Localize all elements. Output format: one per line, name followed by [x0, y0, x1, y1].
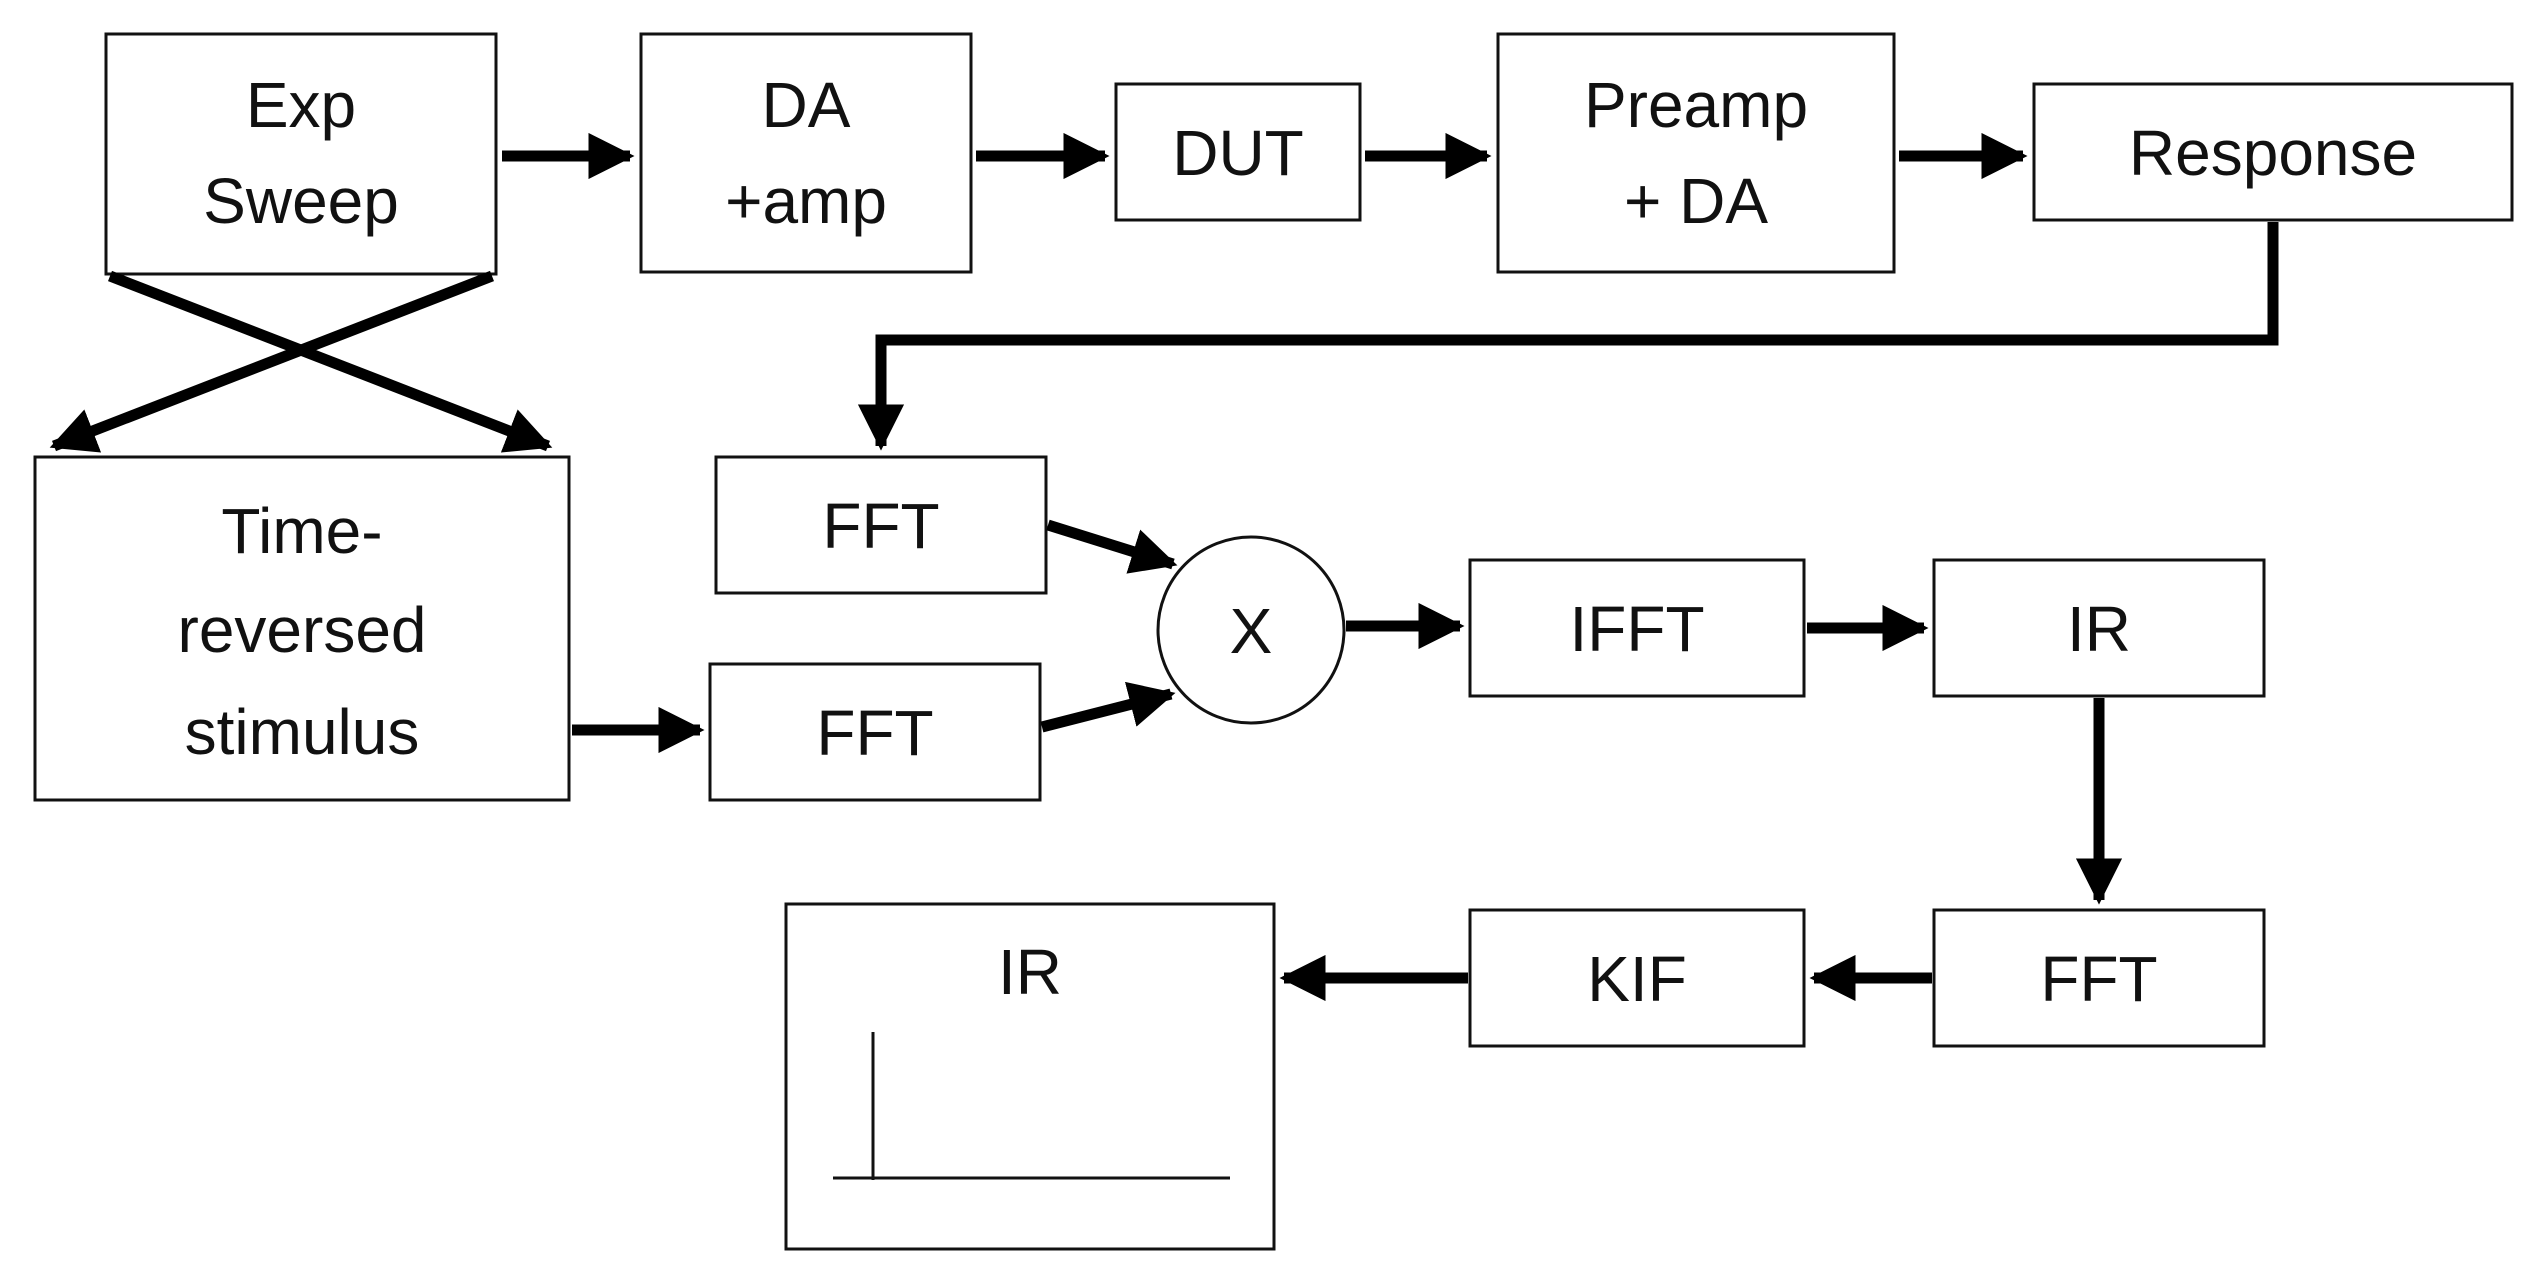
- ifft-label: IFFT: [1569, 593, 1704, 665]
- response-block: Response: [2032, 82, 2514, 222]
- da-amp-label-line2: +amp: [725, 165, 887, 237]
- time-reversed-label-line3: stimulus: [185, 696, 420, 768]
- kif-label: KIF: [1587, 943, 1687, 1015]
- arrow-response-to-fft: [857, 222, 2279, 451]
- preamp-da-block: Preamp + DA: [1496, 32, 1896, 274]
- preamp-da-label-line2: + DA: [1624, 165, 1768, 237]
- arrow-fft-bottom-to-multiply: [1040, 681, 1176, 733]
- ir-block: IR: [1932, 558, 2266, 698]
- kif-block: KIF: [1468, 908, 1806, 1048]
- ir-output-label: IR: [998, 936, 1062, 1008]
- exp-sweep-block: Exp Sweep: [104, 32, 498, 276]
- da-amp-block: DA +amp: [639, 32, 973, 274]
- exp-sweep-label-line2: Sweep: [203, 165, 399, 237]
- fft-top-label: FFT: [822, 490, 939, 562]
- multiply-node: X: [1156, 535, 1346, 725]
- fft-block-bottom: FFT: [708, 662, 1042, 802]
- response-label: Response: [2129, 117, 2417, 189]
- ir-label: IR: [2067, 593, 2131, 665]
- dut-block: DUT: [1114, 82, 1362, 222]
- time-reversed-label-line2: reversed: [178, 594, 427, 666]
- time-reversed-label-line1: Time-: [221, 495, 382, 567]
- ir-output-block: IR: [784, 902, 1276, 1251]
- time-reversed-stimulus-block: Time- reversed stimulus: [33, 455, 571, 802]
- fft-bottom-label: FFT: [816, 697, 933, 769]
- fft-block-top: FFT: [714, 455, 1048, 595]
- fft-block-right: FFT: [1932, 908, 2266, 1048]
- fft-right-label: FFT: [2040, 943, 2157, 1015]
- ifft-block: IFFT: [1468, 558, 1806, 698]
- da-amp-label-line1: DA: [762, 69, 851, 141]
- multiply-label: X: [1230, 595, 1273, 667]
- arrow-cross-right-to-left: [49, 270, 494, 453]
- exp-sweep-label-line1: Exp: [246, 69, 356, 141]
- arrow-cross-left-to-right: [108, 270, 553, 453]
- preamp-da-label-line1: Preamp: [1584, 69, 1808, 141]
- dut-label: DUT: [1172, 117, 1304, 189]
- arrow-fft-top-to-multiply: [1046, 519, 1178, 574]
